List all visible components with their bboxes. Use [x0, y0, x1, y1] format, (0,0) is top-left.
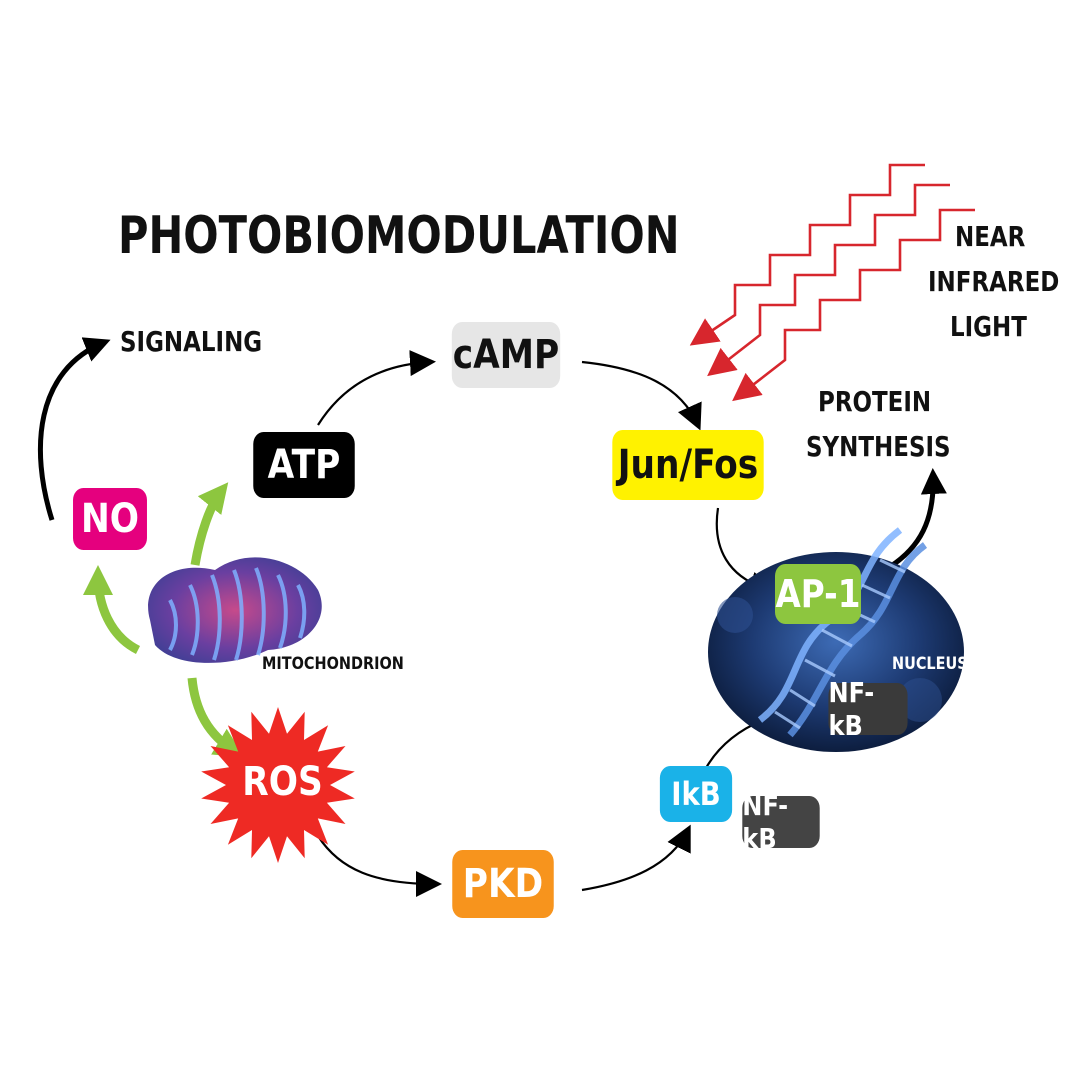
- no-label: NO: [80, 496, 140, 542]
- arrow-ros-to-pkd: [317, 835, 442, 897]
- nfkb-nucleus-label: NF-kB: [828, 676, 875, 742]
- ir-ray-2: [707, 183, 950, 377]
- ir-ray-1: [689, 163, 925, 346]
- arrow-camp-to-junfos: [581, 360, 702, 431]
- pkd-label: PKD: [462, 861, 544, 907]
- pkd-node: PKD: [452, 850, 554, 918]
- arrow-pkd-to-ikb: [581, 824, 691, 892]
- light-label: LIGHT: [950, 310, 1027, 343]
- infrared-label: INFRARED: [928, 265, 1060, 298]
- green-arrow-to-atp: [190, 482, 229, 566]
- arrow-no-to-signaling: [37, 337, 111, 521]
- nucleus-label: NUCLEUS: [892, 654, 968, 674]
- protein-label: PROTEIN: [818, 385, 932, 418]
- junfos-node: Jun/Fos: [612, 430, 764, 500]
- ros-burst: [201, 707, 355, 863]
- ros-label: ROS: [242, 759, 323, 805]
- arrow-atp-to-camp: [317, 350, 436, 426]
- near-label: NEAR: [955, 220, 1026, 253]
- near-infrared-light-rays: [689, 163, 975, 402]
- ir-ray-3: [732, 208, 975, 402]
- arrow-ap1-to-protein-synthesis: [886, 468, 947, 571]
- signaling-label: SIGNALING: [120, 325, 263, 358]
- ikb-label: IkB: [671, 775, 721, 813]
- nfkb-nucleus-node: NF-kB: [828, 676, 908, 742]
- ap1-node: AP-1: [775, 564, 861, 624]
- junfos-label: Jun/Fos: [617, 442, 759, 488]
- ikb-node: IkB: [659, 766, 733, 822]
- atp-node: ATP: [253, 432, 355, 498]
- camp-node: cAMP: [451, 322, 561, 388]
- atp-label: ATP: [267, 442, 341, 488]
- green-arrow-to-no: [83, 565, 141, 655]
- mitochondrion-icon: [148, 557, 322, 663]
- ap1-label: AP-1: [775, 572, 861, 616]
- camp-label: cAMP: [452, 332, 560, 378]
- no-node: NO: [73, 488, 147, 550]
- nfkb-outer-label: NF-kB: [742, 789, 789, 855]
- nfkb-outer-node: NF-kB: [742, 789, 820, 855]
- synthesis-label: SYNTHESIS: [806, 430, 951, 463]
- mitochondrion-label: MITOCHONDRION: [262, 654, 404, 674]
- green-arrow-to-ros: [187, 677, 245, 758]
- diagram-title: PHOTOBIOMODULATION: [118, 206, 680, 266]
